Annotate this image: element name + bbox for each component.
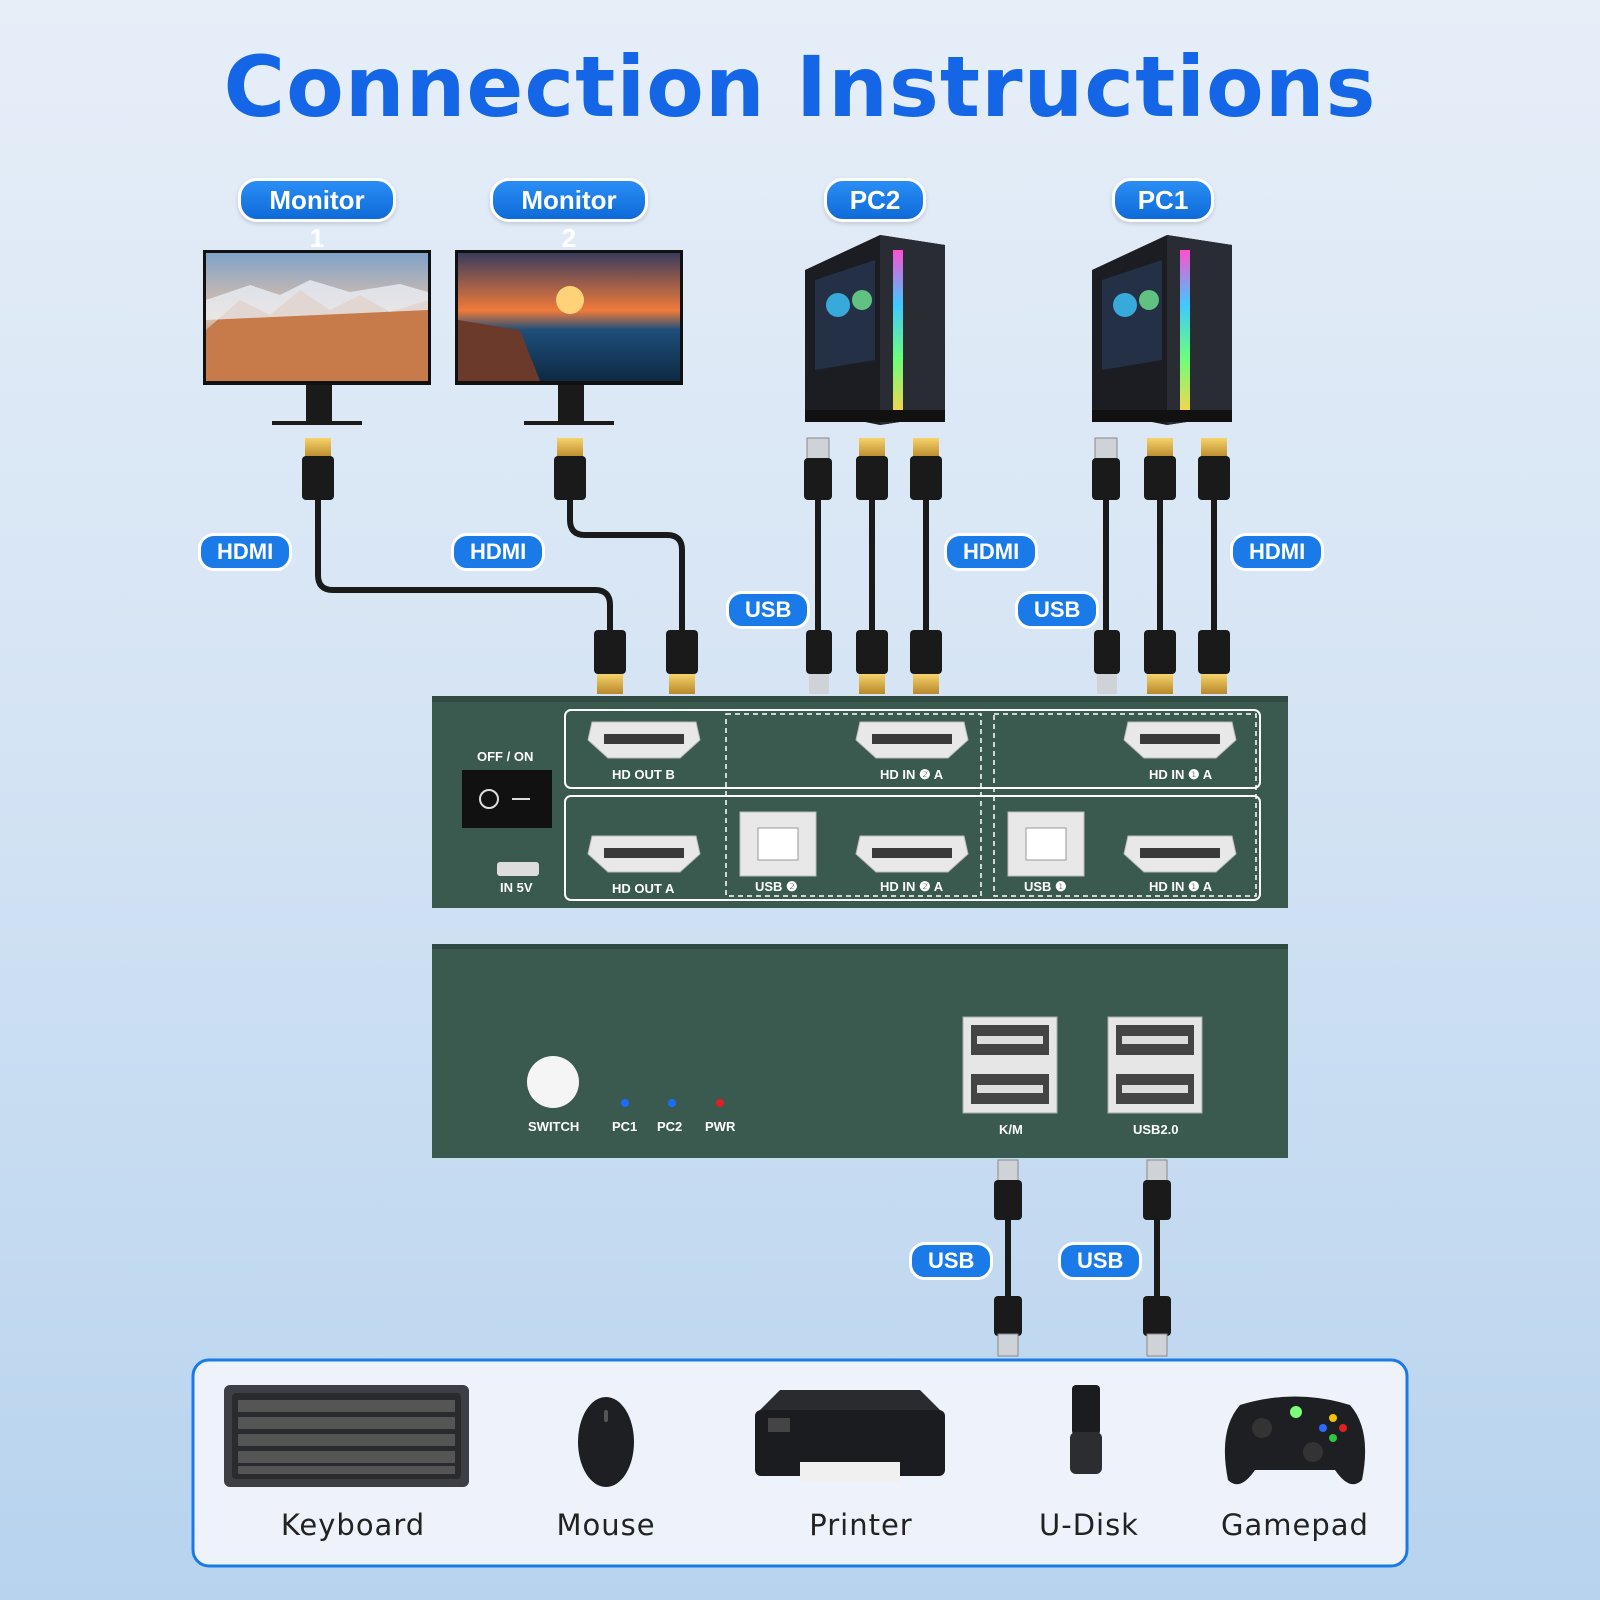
monitor1-label: Monitor 1 xyxy=(238,178,396,253)
monitor1-image xyxy=(203,250,431,425)
power-switch-label: OFF / ON xyxy=(477,749,534,764)
usb20-port-label: USB2.0 xyxy=(1133,1122,1179,1137)
switch-label: SWITCH xyxy=(528,1119,580,1134)
u-disk-label: U-Disk xyxy=(1039,1508,1139,1542)
printer-label: Printer xyxy=(809,1508,913,1542)
plugs-into-switch xyxy=(594,630,1230,694)
printer-icon xyxy=(755,1390,945,1482)
cables xyxy=(315,490,1217,1300)
usb-tag-km: USB xyxy=(909,1242,994,1280)
hdmi-tag-monitor2: HDMI xyxy=(451,533,546,571)
hdmi-plugs-top xyxy=(302,438,1230,500)
hd-in1-a-top-label: HD IN ❶ A xyxy=(1149,767,1213,782)
usb-tag-pc2: USB xyxy=(726,591,811,629)
usb-tag-usb2: USB xyxy=(1058,1242,1143,1280)
hd-in2-a-bottom-label: HD IN ❷ A xyxy=(880,879,944,894)
monitor2-label: Monitor 2 xyxy=(490,178,648,253)
mouse-label: Mouse xyxy=(556,1508,656,1542)
pc1-label: PC1 xyxy=(1112,178,1214,222)
usb1-port-label: USB ❶ xyxy=(1024,879,1067,894)
gamepad-icon xyxy=(1224,1396,1366,1485)
keyboard-icon xyxy=(224,1385,469,1487)
hdmi-tag-pc1: HDMI xyxy=(1230,533,1325,571)
usb-tag-pc1: USB xyxy=(1015,591,1100,629)
rear-panel xyxy=(432,696,1288,908)
usb2-port-label: USB ❷ xyxy=(755,879,798,894)
pc2-label: PC2 xyxy=(824,178,926,222)
hd-out-a-label: HD OUT A xyxy=(612,881,675,896)
gamepad-label: Gamepad xyxy=(1221,1508,1369,1542)
monitor2-image xyxy=(455,250,683,425)
km-port-label: K/M xyxy=(999,1122,1023,1137)
pwr-led-label: PWR xyxy=(705,1119,736,1134)
usb-plugs-bottom xyxy=(994,1159,1171,1357)
hdmi-tag-monitor1: HDMI xyxy=(198,533,293,571)
in5v-label: IN 5V xyxy=(500,880,533,895)
keyboard-label: Keyboard xyxy=(280,1508,426,1542)
pc1-image xyxy=(1092,235,1232,425)
u-disk-icon xyxy=(1070,1385,1102,1474)
hdmi-tag-pc2: HDMI xyxy=(944,533,1039,571)
hd-in1-a-bottom-label: HD IN ❶ A xyxy=(1149,879,1213,894)
pc1-led-label: PC1 xyxy=(612,1119,638,1134)
mouse-icon xyxy=(578,1397,634,1487)
pc2-led-label: PC2 xyxy=(657,1119,683,1134)
page-title: Connection Instructions xyxy=(223,38,1377,136)
hd-in2-a-top-label: HD IN ❷ A xyxy=(880,767,944,782)
pc2-image xyxy=(805,235,945,425)
hd-out-b-label: HD OUT B xyxy=(612,767,675,782)
front-panel xyxy=(432,944,1288,1158)
usb-plugs-top xyxy=(804,437,1120,500)
